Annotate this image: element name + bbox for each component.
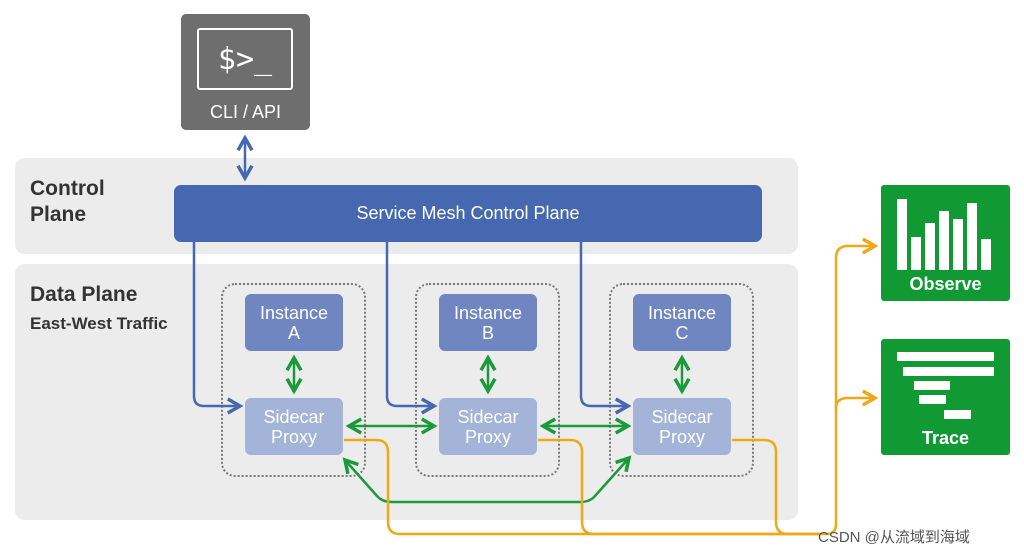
instance-a[interactable]: Instance A	[245, 294, 343, 351]
trace-waterfall-icon	[897, 352, 994, 419]
pod-b	[415, 283, 560, 477]
instance-c[interactable]: Instance C	[633, 294, 731, 351]
instance-b-id: B	[481, 322, 494, 343]
trace-box[interactable]: Trace	[881, 339, 1010, 455]
sidecar-proxy-a-line1: Sidecar	[263, 406, 325, 427]
terminal-icon: $>_	[197, 28, 293, 90]
instance-b[interactable]: Instance B	[439, 294, 537, 351]
sidecar-proxy-c-line1: Sidecar	[651, 406, 713, 427]
sidecar-proxy-a[interactable]: Sidecar Proxy	[245, 398, 343, 455]
instance-a-label: Instance	[259, 302, 329, 323]
data-plane-subtitle: East-West Traffic	[30, 314, 168, 333]
control-plane-title-line2: Plane	[30, 203, 87, 226]
observe-box[interactable]: Observe	[881, 185, 1010, 301]
sidecar-proxy-b-line1: Sidecar	[457, 406, 519, 427]
sidecar-proxy-a-line2: Proxy	[270, 426, 317, 447]
telemetry-proxy-b-line	[538, 438, 820, 536]
instance-a-id: A	[287, 322, 300, 343]
control-plane-title-line1: Control	[30, 177, 105, 200]
instance-c-label: Instance	[647, 302, 717, 323]
pod-c	[609, 283, 754, 477]
bar-chart-icon	[897, 199, 991, 270]
sidecar-proxy-c-line2: Proxy	[658, 426, 705, 447]
instance-b-label: Instance	[453, 302, 523, 323]
control-to-proxy-a-arrow	[192, 242, 240, 406]
sidecar-proxy-b-line2: Proxy	[464, 426, 511, 447]
sidecar-proxy-c[interactable]: Sidecar Proxy	[633, 398, 731, 455]
observe-label: Observe	[909, 274, 982, 294]
sidecar-proxy-b[interactable]: Sidecar Proxy	[439, 398, 537, 455]
telemetry-proxy-c-line	[732, 438, 838, 536]
cli-api-label: CLI / API	[209, 102, 282, 122]
telemetry-proxy-a-line	[344, 438, 820, 536]
control-to-proxy-c-arrow	[579, 242, 628, 406]
service-mesh-control-plane[interactable]: Service Mesh Control Plane	[174, 185, 762, 242]
telemetry-to-trace-arrow	[834, 398, 875, 410]
control-to-proxy-b-arrow	[385, 242, 434, 406]
cli-api-box[interactable]: $>_ CLI / API	[181, 14, 310, 130]
instance-c-id: C	[675, 322, 689, 343]
watermark: CSDN @从流域到海域	[818, 529, 970, 546]
proxy-a-proxy-c-arrow	[345, 458, 629, 504]
control-plane-title: Control Plane	[30, 176, 105, 228]
telemetry-to-observe-arrow	[834, 246, 875, 524]
pod-a	[221, 283, 366, 477]
trace-label: Trace	[921, 428, 970, 448]
data-plane-title: Data Plane	[30, 283, 138, 306]
